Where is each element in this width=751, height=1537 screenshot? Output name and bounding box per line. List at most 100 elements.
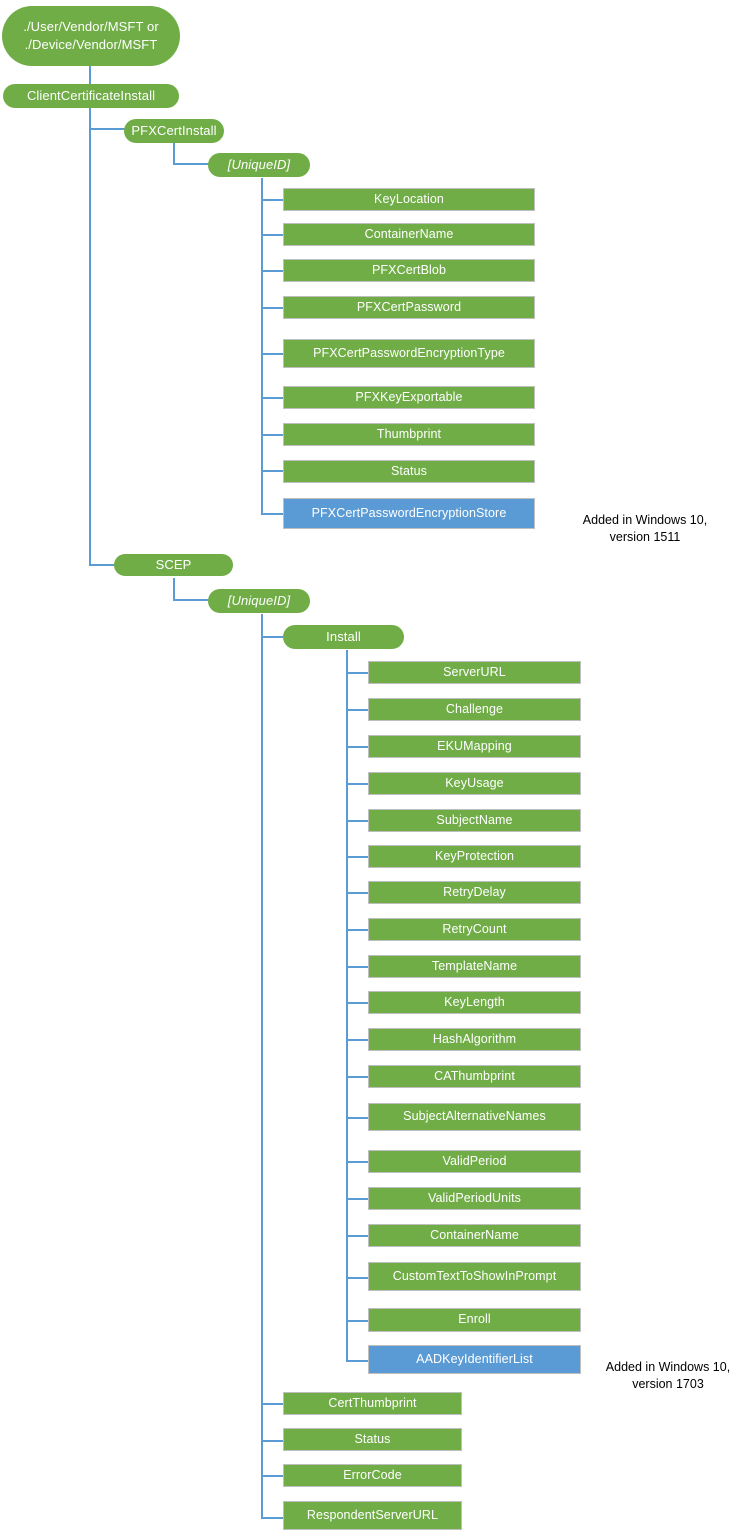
connector-install-leaf-12 — [346, 1076, 368, 1078]
connector-install-leaf-16 — [346, 1235, 368, 1237]
leaf-label: TemplateName — [431, 958, 518, 973]
connector-install-leaf-13 — [346, 1117, 368, 1119]
leaf-label: HashAlgorithm — [432, 1031, 517, 1046]
node-pfxcertinstall-label: PFXCertInstall — [131, 122, 217, 138]
leaf-respondentserverurl[interactable]: RespondentServerURL — [283, 1501, 462, 1530]
leaf-subjectname[interactable]: SubjectName — [368, 809, 581, 832]
connector-pfx-leaf-2 — [261, 234, 283, 236]
connector-scep-to-uniqueid — [173, 599, 209, 601]
connector-trunk-to-pfxcertinstall — [89, 128, 125, 130]
connector-install-trunk — [346, 650, 348, 1361]
leaf-label: RespondentServerURL — [306, 1507, 439, 1522]
connector-install-leaf-19 — [346, 1360, 368, 1362]
connector-install-leaf-2 — [346, 709, 368, 711]
leaf-subjectalternativenames[interactable]: SubjectAlternativeNames — [368, 1103, 581, 1131]
node-pfx-uniqueid-label: [UniqueID] — [227, 156, 291, 172]
connector-pfx-leaf-7 — [261, 434, 283, 436]
leaf-templatename[interactable]: TemplateName — [368, 955, 581, 978]
leaf-label: PFXCertPassword — [356, 299, 462, 314]
leaf-label: PFXCertBlob — [371, 262, 447, 277]
leaf-containername-pfx[interactable]: ContainerName — [283, 223, 535, 246]
leaf-serverurl[interactable]: ServerURL — [368, 661, 581, 684]
connector-scep-leaf-3 — [261, 1475, 283, 1477]
node-scep[interactable]: SCEP — [114, 554, 233, 576]
leaf-label: ServerURL — [443, 664, 506, 679]
connector-scep-uniqueid-trunk — [261, 614, 263, 1517]
connector-pfx-leaf-1 — [261, 199, 283, 201]
connector-install-leaf-1 — [346, 672, 368, 674]
leaf-certthumbprint[interactable]: CertThumbprint — [283, 1392, 462, 1415]
leaf-label: ContainerName — [364, 226, 454, 241]
leaf-status-pfx[interactable]: Status — [283, 460, 535, 483]
leaf-validperiodunits[interactable]: ValidPeriodUnits — [368, 1187, 581, 1210]
leaf-label: SubjectName — [436, 812, 513, 827]
leaf-cathumbprint[interactable]: CAThumbprint — [368, 1065, 581, 1088]
connector-pfxcertinstall-down — [173, 143, 175, 164]
leaf-label: PFXKeyExportable — [355, 389, 463, 404]
leaf-label: KeyUsage — [445, 775, 504, 790]
connector-pfxcertinstall-to-uniqueid — [173, 163, 209, 165]
connector-pfx-leaf-9 — [261, 513, 283, 515]
connector-install-leaf-14 — [346, 1161, 368, 1163]
node-scep-install-label: Install — [326, 628, 361, 644]
connector-install-leaf-10 — [346, 1002, 368, 1004]
leaf-pfxcertblob[interactable]: PFXCertBlob — [283, 259, 535, 282]
leaf-label: PFXCertPasswordEncryptionStore — [311, 505, 507, 520]
leaf-hashalgorithm[interactable]: HashAlgorithm — [368, 1028, 581, 1051]
node-clientcertificateinstall-label: ClientCertificateInstall — [26, 87, 156, 103]
leaf-status-scep[interactable]: Status — [283, 1428, 462, 1451]
node-scep-label: SCEP — [155, 556, 192, 572]
connector-pfx-leaf-4 — [261, 307, 283, 309]
connector-install-leaf-9 — [346, 966, 368, 968]
connector-install-leaf-15 — [346, 1198, 368, 1200]
connector-install-leaf-11 — [346, 1039, 368, 1041]
leaf-containername-scep[interactable]: ContainerName — [368, 1224, 581, 1247]
leaf-label: ValidPeriod — [442, 1153, 507, 1168]
leaf-keylocation[interactable]: KeyLocation — [283, 188, 535, 211]
leaf-validperiod[interactable]: ValidPeriod — [368, 1150, 581, 1173]
connector-install-leaf-3 — [346, 746, 368, 748]
connector-install-leaf-6 — [346, 856, 368, 858]
connector-trunk-to-scep — [89, 564, 115, 566]
connector-scep-leaf-4 — [261, 1517, 283, 1519]
leaf-retrycount[interactable]: RetryCount — [368, 918, 581, 941]
leaf-label: KeyLength — [444, 994, 505, 1009]
leaf-thumbprint[interactable]: Thumbprint — [283, 423, 535, 446]
leaf-pfxkeyexportable[interactable]: PFXKeyExportable — [283, 386, 535, 409]
leaf-customtexttoshowinprompt[interactable]: CustomTextToShowInPrompt — [368, 1262, 581, 1291]
node-pfxcertinstall[interactable]: PFXCertInstall — [124, 119, 224, 143]
leaf-label: CAThumbprint — [434, 1068, 515, 1083]
annotation-text: Added in Windows 10, version 1703 — [605, 1359, 731, 1391]
leaf-keylength[interactable]: KeyLength — [368, 991, 581, 1014]
leaf-label: CertThumbprint — [328, 1395, 417, 1410]
leaf-challenge[interactable]: Challenge — [368, 698, 581, 721]
leaf-pfxcertpasswordencryptiontype[interactable]: PFXCertPasswordEncryptionType — [283, 339, 535, 368]
connector-scep-leaf-1 — [261, 1403, 283, 1405]
node-scep-install[interactable]: Install — [283, 625, 404, 649]
leaf-label: KeyProtection — [434, 848, 515, 863]
node-scep-uniqueid[interactable]: [UniqueID] — [208, 589, 310, 613]
leaf-pfxcertpassword[interactable]: PFXCertPassword — [283, 296, 535, 319]
leaf-ekumapping[interactable]: EKUMapping — [368, 735, 581, 758]
node-root-path[interactable]: ./User/Vendor/MSFT or ./Device/Vendor/MS… — [2, 6, 180, 66]
connector-trunk-main — [89, 108, 91, 565]
leaf-keyusage[interactable]: KeyUsage — [368, 772, 581, 795]
leaf-enroll[interactable]: Enroll — [368, 1308, 581, 1332]
leaf-label: AADKeyIdentifierList — [416, 1351, 533, 1366]
leaf-label: ValidPeriodUnits — [427, 1190, 522, 1205]
leaf-aadkeyidentifierlist[interactable]: AADKeyIdentifierList — [368, 1345, 581, 1374]
leaf-pfxcertpasswordencryptionstore[interactable]: PFXCertPasswordEncryptionStore — [283, 498, 535, 529]
leaf-label: RetryCount — [442, 921, 507, 936]
connector-pfx-leaf-8 — [261, 470, 283, 472]
node-scep-uniqueid-label: [UniqueID] — [227, 592, 291, 608]
node-pfx-uniqueid[interactable]: [UniqueID] — [208, 153, 310, 177]
node-clientcertificateinstall[interactable]: ClientCertificateInstall — [3, 84, 179, 108]
leaf-errorcode[interactable]: ErrorCode — [283, 1464, 462, 1487]
leaf-label: Status — [354, 1431, 391, 1446]
leaf-label: ContainerName — [430, 1227, 519, 1242]
connector-scep-down — [173, 578, 175, 600]
leaf-keyprotection[interactable]: KeyProtection — [368, 845, 581, 868]
leaf-retrydelay[interactable]: RetryDelay — [368, 881, 581, 904]
leaf-label: EKUMapping — [437, 738, 512, 753]
leaf-label: ErrorCode — [343, 1467, 402, 1482]
